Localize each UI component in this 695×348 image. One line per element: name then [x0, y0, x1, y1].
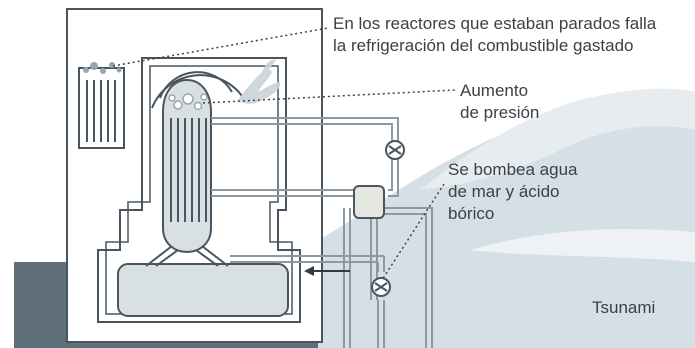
spent-fuel-pool — [78, 62, 125, 149]
steam-plume-icon — [238, 59, 281, 104]
label-line: de mar y ácido — [448, 182, 560, 201]
reactor-pressure-vessel — [162, 78, 212, 254]
label-line: bórico — [448, 204, 495, 223]
leader-lines — [112, 27, 456, 281]
label-spent-fuel-cooling: En los reactores que estaban parados fal… — [333, 13, 656, 57]
label-line: la refrigeración del combustible gastado — [333, 36, 634, 55]
vessel-legs — [145, 245, 229, 267]
piping — [211, 117, 433, 348]
label-seawater-pumping: Se bombea agua de mar y ácido bórico — [448, 159, 578, 225]
label-tsunami: Tsunami — [592, 298, 656, 317]
heat-exchanger — [353, 185, 385, 219]
pump-icon — [385, 140, 405, 160]
pump-icon — [371, 277, 391, 297]
containment-inner — [105, 65, 293, 315]
suppression-chamber — [117, 263, 289, 317]
tsunami-wave — [300, 90, 695, 348]
tsunami-wave-trough — [470, 229, 695, 262]
dome-arcs — [151, 71, 243, 109]
label-line: Aumento — [460, 81, 529, 100]
label-line: Se bombea agua — [448, 160, 578, 179]
label-line: En los reactores que estaban parados fal… — [333, 14, 657, 33]
label-pressure-increase: Aumento de presión — [460, 80, 539, 124]
label-line: de presión — [460, 103, 540, 122]
tsunami-wave-crest — [420, 88, 695, 190]
arrow-left-icon — [304, 266, 350, 276]
